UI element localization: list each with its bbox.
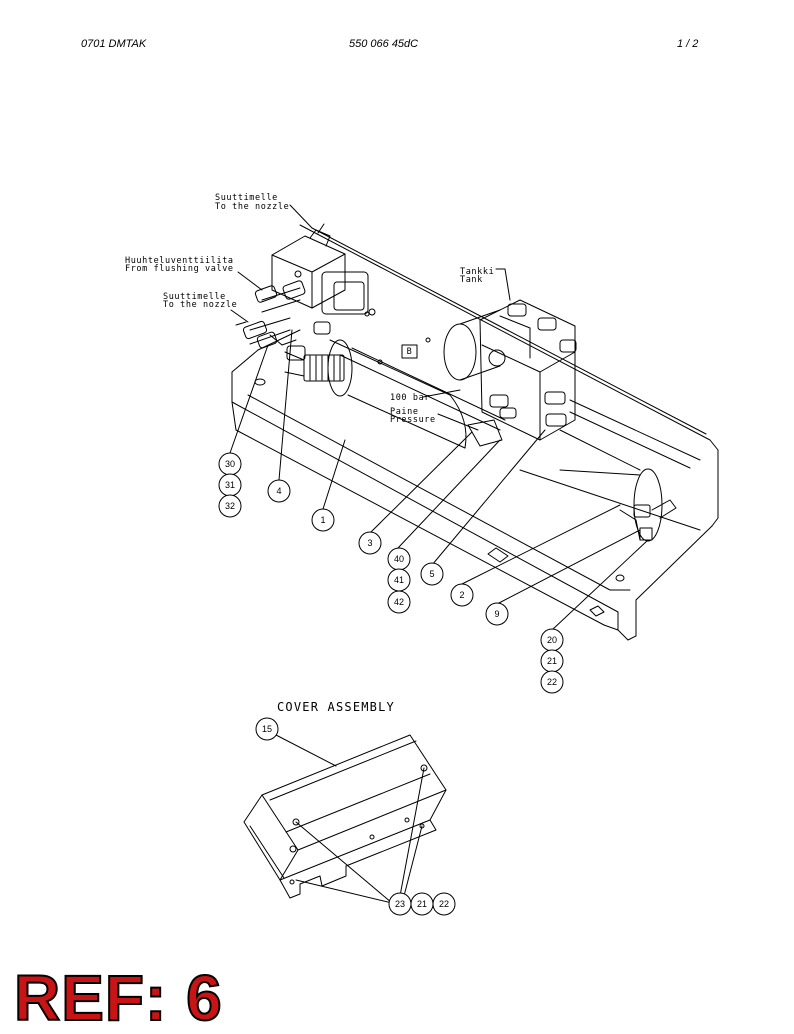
callout-9: 9 bbox=[485, 602, 509, 626]
callout-15-label: 15 bbox=[262, 724, 272, 734]
cover-assembly bbox=[243, 734, 447, 899]
box-b-marker: B bbox=[401, 344, 418, 359]
callout-40: 40 bbox=[387, 547, 411, 571]
callout-32-label: 32 bbox=[225, 501, 235, 511]
callout-3-label: 3 bbox=[367, 538, 372, 548]
bar-label: 100 bar bbox=[390, 393, 430, 403]
callout-42: 42 bbox=[387, 590, 411, 614]
callout-23: 23 bbox=[388, 892, 412, 916]
tank-label-en: Tank bbox=[460, 275, 483, 285]
ref-stamp: REF: 6 bbox=[13, 962, 223, 1034]
nozzle-fittings-left bbox=[235, 280, 331, 361]
callout-20: 20 bbox=[540, 628, 564, 652]
callout-1-label: 1 bbox=[320, 515, 325, 525]
nozzle-top-label-fi: Suuttimelle bbox=[215, 193, 278, 203]
tank-label-fi: Tankki bbox=[460, 267, 494, 277]
flush-valve-label-en: From flushing valve bbox=[125, 264, 234, 274]
callout-21: 21 bbox=[540, 649, 564, 673]
callout-42-label: 42 bbox=[394, 597, 404, 607]
callout-1: 1 bbox=[311, 508, 335, 532]
callout-21-cover-label: 21 bbox=[417, 899, 427, 909]
box-b-label: B bbox=[407, 347, 413, 357]
header-part-number: 550 066 45dC bbox=[349, 38, 419, 50]
callout-32: 32 bbox=[218, 494, 242, 518]
callout-4-label: 4 bbox=[276, 486, 281, 496]
callout-23-label: 23 bbox=[395, 899, 405, 909]
header-page-number: 1 / 2 bbox=[677, 38, 699, 50]
pressure-label-fi: Paine bbox=[390, 407, 419, 417]
callout-2-label: 2 bbox=[459, 590, 464, 600]
callout-40-label: 40 bbox=[394, 554, 404, 564]
callout-15: 15 bbox=[255, 717, 279, 741]
header-doc-code: 0701 DMTAK bbox=[81, 38, 147, 50]
callout-22-label: 22 bbox=[547, 677, 557, 687]
callout-5-label: 5 bbox=[429, 569, 434, 579]
nozzle-mid-label-fi: Suuttimelle bbox=[163, 292, 226, 302]
pump-block-right bbox=[443, 299, 577, 447]
callout-22: 22 bbox=[540, 670, 564, 694]
callout-4: 4 bbox=[267, 479, 291, 503]
nozzle-mid-label-en: To the nozzle bbox=[163, 300, 237, 310]
callout-20-label: 20 bbox=[547, 635, 557, 645]
callout-21-cover: 21 bbox=[410, 892, 434, 916]
callout-2: 2 bbox=[450, 583, 474, 607]
nozzle-top-label-en: To the nozzle bbox=[215, 202, 289, 212]
callout-22-cover: 22 bbox=[432, 892, 456, 916]
callout-22-cover-label: 22 bbox=[439, 899, 449, 909]
base-plate bbox=[231, 224, 719, 641]
callout-30-label: 30 bbox=[225, 459, 235, 469]
pressure-label-en: Pressure bbox=[390, 415, 436, 425]
flush-valve-label-fi: Huuhteluventtiilita bbox=[125, 256, 234, 266]
pressure-tank bbox=[559, 468, 677, 542]
callout-30: 30 bbox=[218, 452, 242, 476]
pipework bbox=[249, 287, 701, 471]
callout-3: 3 bbox=[358, 531, 382, 555]
cover-assembly-title: COVER ASSEMBLY bbox=[277, 700, 395, 714]
solenoid-valve-left bbox=[271, 223, 376, 316]
callout-5: 5 bbox=[420, 562, 444, 586]
cover-leader-lines bbox=[275, 734, 425, 904]
callout-31-label: 31 bbox=[225, 480, 235, 490]
callout-31: 31 bbox=[218, 473, 242, 497]
callout-41-label: 41 bbox=[394, 575, 404, 585]
callout-21-label: 21 bbox=[547, 656, 557, 666]
leader-lines bbox=[229, 204, 649, 631]
callout-9-label: 9 bbox=[494, 609, 499, 619]
callout-41: 41 bbox=[387, 568, 411, 592]
